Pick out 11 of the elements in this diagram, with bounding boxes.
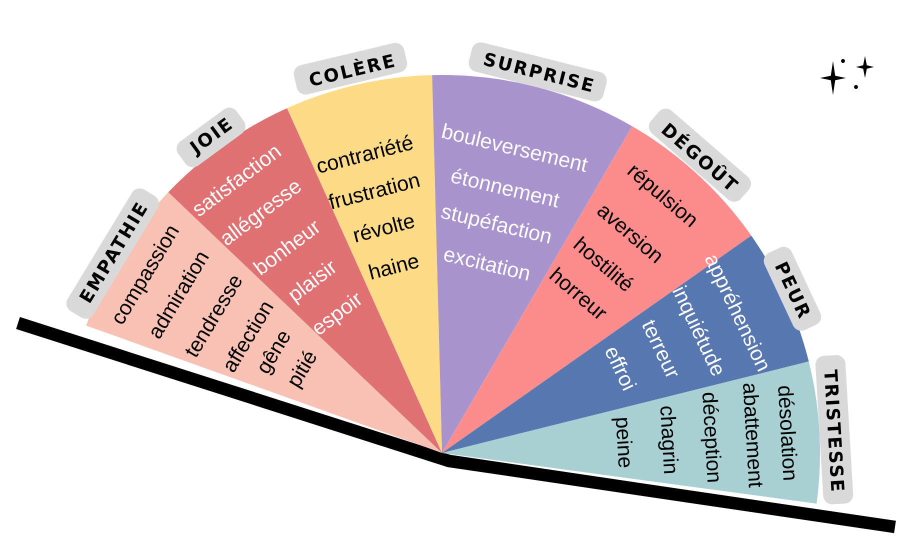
emotion-word: chagrin [658,406,679,474]
emotion-word: révolte [354,216,414,242]
emotion-word: excitation [444,250,530,281]
emotion-word: frustration [328,176,420,210]
emotion-word: peine [612,418,633,468]
emotion-word: désolation [778,386,798,480]
emotion-word: abattement [743,384,762,488]
emotion-word: haine [368,257,419,280]
category-tab: TRISTESSE [815,355,854,504]
emotion-word: effroi [606,348,638,391]
emotion-word: déception [700,392,722,482]
